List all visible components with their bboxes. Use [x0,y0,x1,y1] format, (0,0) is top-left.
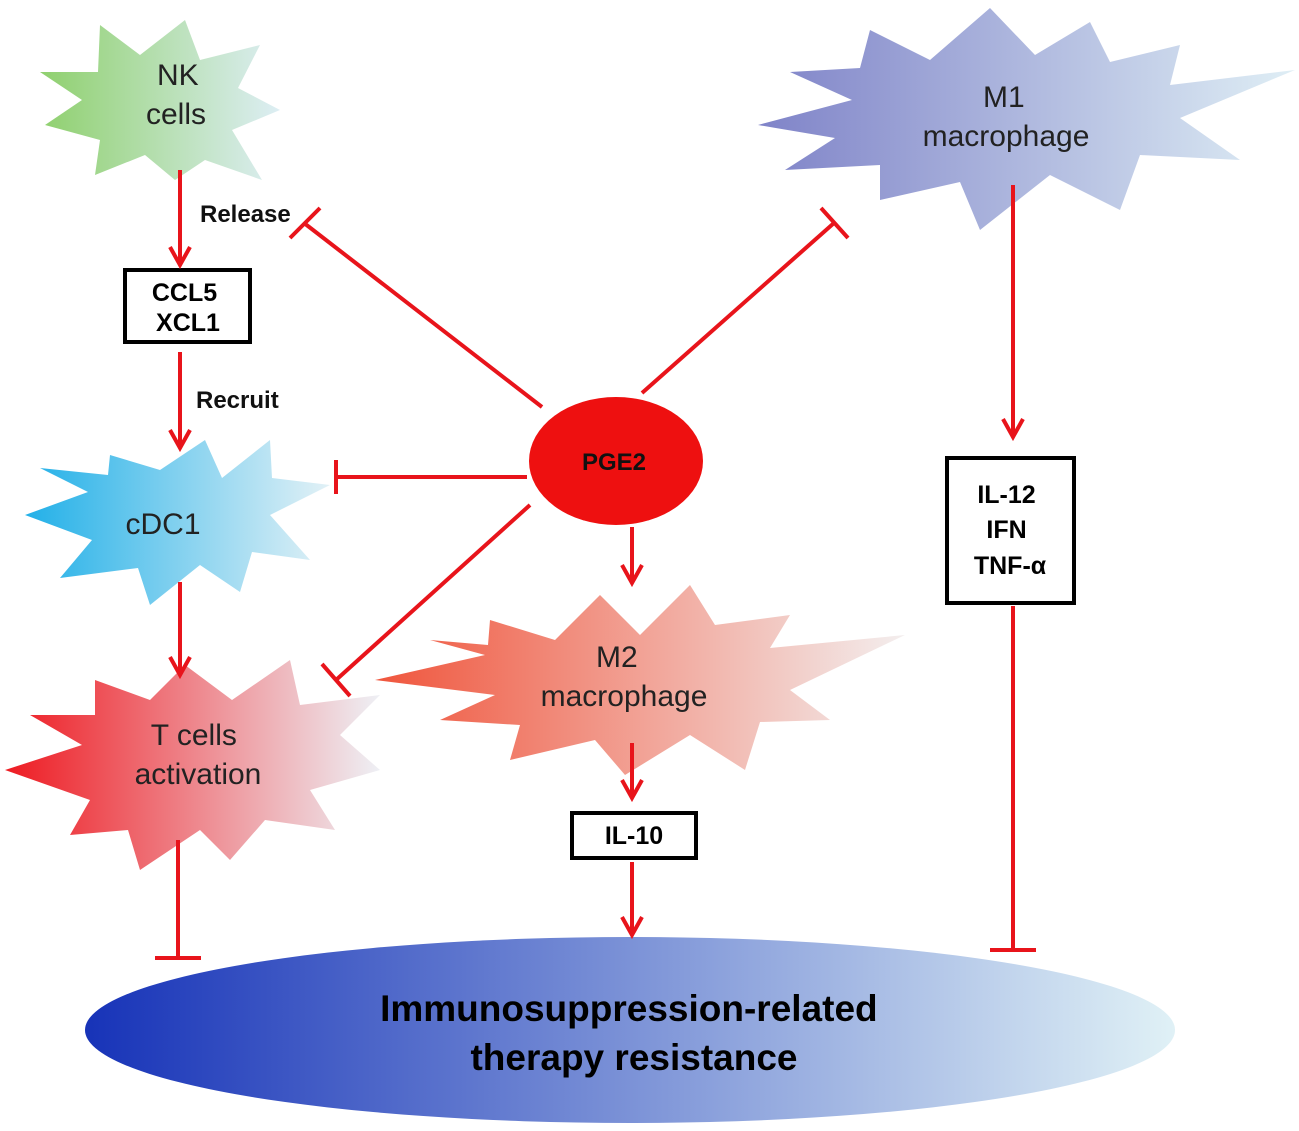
edge-pge2-inhibits-release [288,206,544,409]
il-10-label: IL-10 [605,822,663,850]
m2-macrophage-node: M2 macrophage [375,585,905,775]
outcome-label-line2: therapy resistance [470,1037,797,1078]
m1-macrophage-label-line1: M1 [983,81,1025,114]
edge-label-recruit: Recruit [196,387,279,414]
il-12-label: IL-12 [977,481,1035,509]
svg-text:cDC1: cDC1 [125,508,200,541]
m2-macrophage-burst [375,585,905,775]
pge2-ellipse [529,397,703,525]
ifn-label: IFN [986,516,1026,544]
svg-text:IL-12 IFN TNF-α: IL-12 IFN TNF-α [974,481,1047,580]
svg-text:NK cells: NK cells [146,59,207,131]
outcome-label-line1: Immunosuppression-related [380,988,878,1029]
svg-text:CCL5 XCL1: CCL5 XCL1 [152,279,224,337]
edge-tcells-inhibits-outcome [155,840,201,960]
il-12-ifn-tnf-rect [945,456,1076,605]
il-12-ifn-tnf-box: IL-12 IFN TNF-α [945,456,1076,605]
t-cells-label-line1: T cells [151,719,237,752]
m1-macrophage-burst [758,8,1295,230]
tnf-alpha-label: TNF-α [974,552,1047,580]
cdc1-label: cDC1 [125,508,200,541]
svg-text:IL-10: IL-10 [605,822,663,850]
outcome-node: Immunosuppression-related therapy resist… [85,937,1175,1123]
nk-cells-label-line1: NK [157,59,199,92]
il-10-box: IL-10 [570,811,698,860]
ccl5-xcl1-rect [123,268,252,344]
m1-macrophage-node: M1 macrophage [758,8,1295,230]
svg-text:M2 macrophage: M2 macrophage [541,641,708,713]
outcome-ellipse [85,937,1175,1123]
xcl1-label: XCL1 [156,309,220,337]
ccl5-xcl1-box: CCL5 XCL1 [123,268,252,344]
il-10-rect [570,811,698,860]
t-cells-activation-node: T cells activation [5,660,380,870]
edge-il12-inhibits-outcome [990,606,1036,952]
svg-text:M1 macrophage: M1 macrophage [923,81,1090,153]
cdc1-node: cDC1 [25,440,330,605]
pge2-node: PGE2 [529,397,703,525]
edge-label-release: Release [200,201,291,228]
nk-cells-burst [40,20,280,180]
t-cells-label-line2: activation [135,758,262,791]
edge-pge2-inhibits-m1 [640,206,850,395]
ccl5-label: CCL5 [152,279,217,307]
nk-cells-node: NK cells [40,20,280,180]
m1-macrophage-label-line2: macrophage [923,120,1090,153]
m2-macrophage-label-line1: M2 [596,641,638,674]
edge-pge2-inhibits-cdc1 [334,460,527,494]
t-cells-activation-burst [5,660,380,870]
nk-cells-label-line2: cells [146,98,206,131]
pge2-label: PGE2 [582,449,646,476]
edge-pge2-inhibits-tcells [320,503,532,698]
svg-text:PGE2: PGE2 [582,449,646,476]
m2-macrophage-label-line2: macrophage [541,680,708,713]
svg-text:T cells activation: T cells activation [135,719,262,791]
svg-text:Immunosuppression-related: Immunosuppression-related therapy resist… [380,988,888,1078]
cdc1-burst [25,440,330,605]
